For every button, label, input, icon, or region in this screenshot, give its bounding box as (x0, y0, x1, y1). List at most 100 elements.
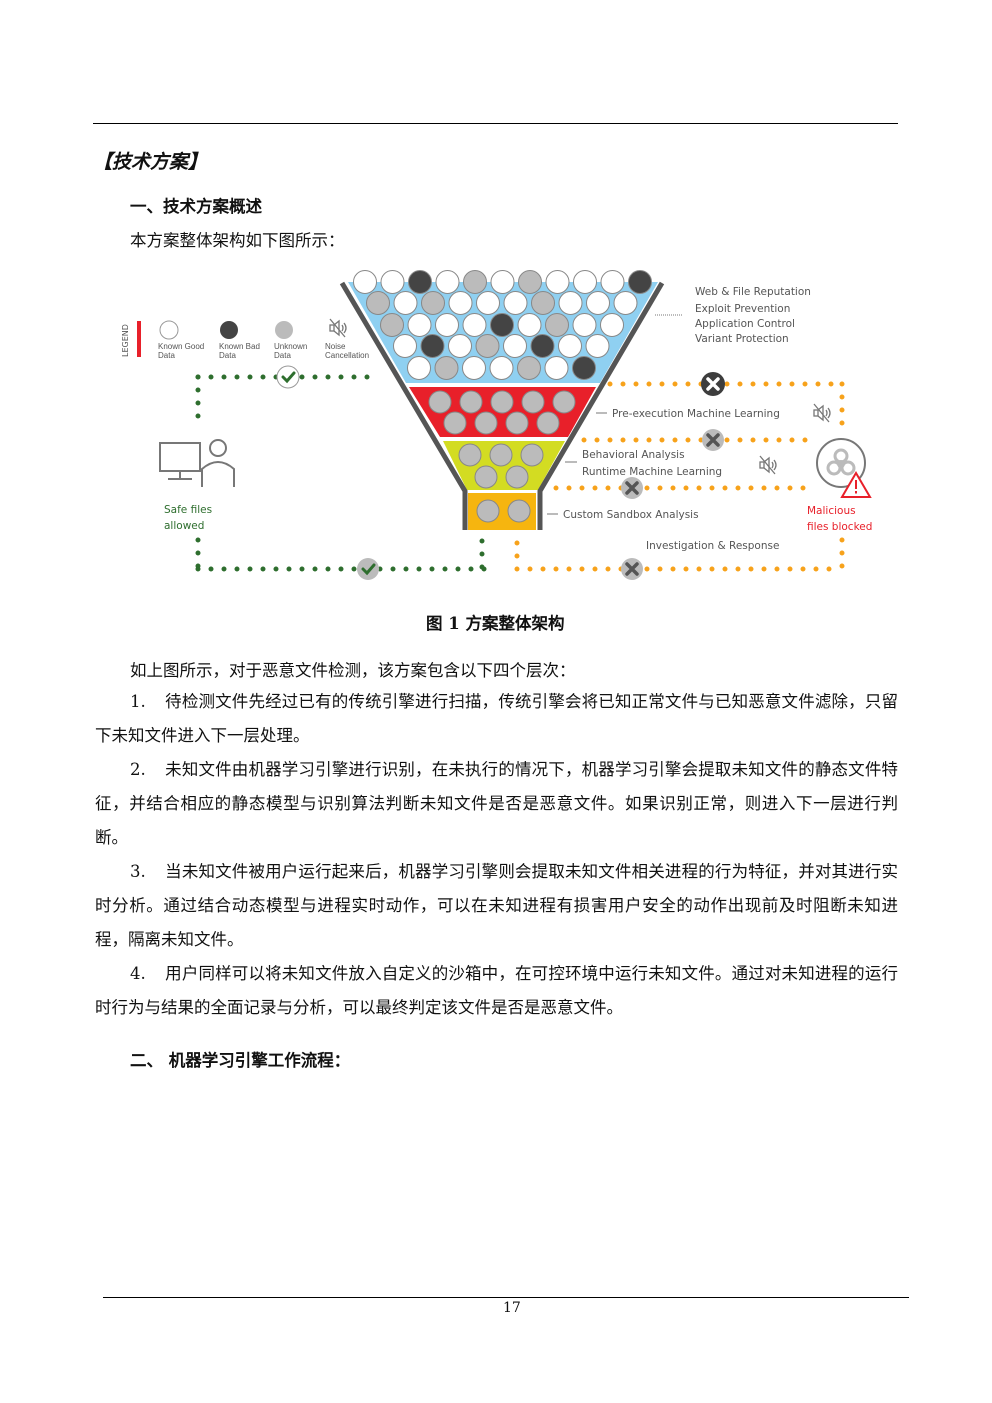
data-ball (544, 356, 569, 380)
data-ball (428, 390, 452, 414)
data-ball (521, 390, 545, 414)
data-ball (518, 270, 542, 294)
legend-bar (137, 321, 141, 357)
data-ball (573, 270, 597, 294)
data-ball (353, 270, 377, 294)
data-ball (476, 499, 500, 523)
safe-files-label: Safe files (164, 504, 212, 516)
data-ball (586, 291, 610, 315)
user-computer-icon (159, 439, 235, 487)
legend-known-bad: Known Bad Data (219, 342, 260, 360)
legend-noise: Noise Cancellation (325, 342, 370, 360)
body-text: 1.待检测文件先经过已有的传统引擎进行扫描，传统引擎会将已知正常文件与已知恶意文… (95, 685, 898, 1078)
check-icon (276, 365, 300, 389)
data-ball (489, 356, 514, 380)
data-ball (421, 291, 445, 315)
list-item: 2.未知文件由机器学习引擎进行识别，在未执行的情况下，机器学习引擎会提取未知文件… (95, 760, 898, 847)
data-ball (407, 313, 432, 337)
data-ball (462, 313, 487, 337)
data-ball (476, 291, 500, 315)
data-ball (530, 334, 555, 358)
known-bad-icon (220, 321, 238, 339)
data-ball (490, 390, 514, 414)
sandbox-label: Custom Sandbox Analysis (563, 509, 699, 521)
section-title: 【技术方案】 (93, 151, 208, 173)
list-item: 3.当未知文件被用户运行起来后，机器学习引擎则会提取未知文件相关进程的行为特征，… (95, 862, 898, 949)
data-ball (435, 270, 460, 294)
legend-known-good: Known Good Data (158, 342, 205, 360)
data-ball (520, 443, 544, 467)
legend-labels: Known Good Data Known Bad Data Unknown D… (110, 265, 900, 590)
check-icon (357, 558, 379, 580)
layer-label: Exploit Prevention (695, 303, 790, 315)
data-ball (474, 465, 498, 489)
data-ball (366, 291, 390, 315)
architecture-diagram: LEGEND Safe files allowed (121, 270, 872, 580)
unknown-icon (275, 321, 293, 339)
data-ball (443, 411, 467, 435)
funnel-edge-left (339, 281, 468, 530)
figure-caption: 图 1 方案整体架构 (426, 614, 565, 633)
data-ball (458, 443, 482, 467)
data-ball (558, 334, 582, 358)
data-ball (475, 334, 500, 358)
data-ball (434, 356, 459, 380)
runtime-label: Runtime Machine Learning (582, 466, 722, 478)
data-ball (517, 356, 541, 380)
layer-label: Variant Protection (695, 333, 789, 345)
data-ball (407, 356, 431, 380)
data-ball (503, 291, 528, 315)
paragraph-lead: 如上图所示，对于恶意文件检测，该方案包含以下四个层次： (130, 661, 576, 680)
data-ball (517, 313, 542, 337)
data-ball (408, 270, 432, 294)
legend-label: LEGEND (121, 324, 130, 357)
data-ball (420, 334, 445, 358)
data-ball (600, 313, 624, 337)
layer-label: Web & File Reputation (695, 286, 811, 298)
list-item: 4.用户同样可以将未知文件放入自定义的沙箱中，在可控环境中运行未知文件。通过对未… (95, 964, 898, 1017)
data-ball (380, 270, 405, 294)
data-ball (435, 313, 459, 337)
data-ball (545, 313, 569, 337)
data-ball (503, 334, 527, 358)
safe-files-label-2: allowed (164, 520, 204, 532)
data-ball (545, 270, 570, 294)
header-rule (93, 123, 898, 124)
data-ball (628, 270, 652, 294)
footer-rule (103, 1297, 909, 1298)
data-ball (380, 313, 404, 337)
data-ball (490, 313, 514, 337)
data-ball (613, 291, 638, 315)
legend-unknown: Unknown Data (274, 342, 308, 360)
data-ball (393, 291, 418, 315)
data-ball (505, 465, 529, 489)
data-ball (474, 411, 498, 435)
data-ball (490, 270, 515, 294)
data-balls (353, 270, 652, 523)
subsection-heading-2: 二、 机器学习引擎工作流程： (130, 1051, 351, 1070)
investigation-label: Investigation & Response (646, 540, 779, 552)
preexec-label: Pre-execution Machine Learning (612, 408, 780, 420)
data-ball (459, 390, 483, 414)
biohazard-symbol (826, 448, 856, 476)
data-ball (536, 411, 560, 435)
data-ball (572, 313, 597, 337)
data-ball (393, 334, 417, 358)
malicious-label-2: files blocked (807, 521, 872, 533)
data-ball (489, 443, 513, 467)
data-ball (572, 356, 596, 380)
data-ball (448, 334, 472, 358)
subsection-heading-1: 一、技术方案概述 (130, 197, 262, 216)
data-ball (558, 291, 583, 315)
list-item: 1.待检测文件先经过已有的传统引擎进行扫描，传统引擎会将已知正常文件与已知恶意文… (95, 692, 898, 745)
behavioral-label: Behavioral Analysis (582, 449, 685, 461)
layer-label: Application Control (695, 318, 795, 330)
known-good-icon (159, 320, 179, 340)
data-ball (552, 390, 576, 414)
funnel-edge-right (537, 281, 665, 530)
data-ball (462, 356, 486, 380)
data-ball (463, 270, 487, 294)
data-ball (600, 270, 625, 294)
intro-text: 本方案整体架构如下图所示： (130, 231, 345, 250)
